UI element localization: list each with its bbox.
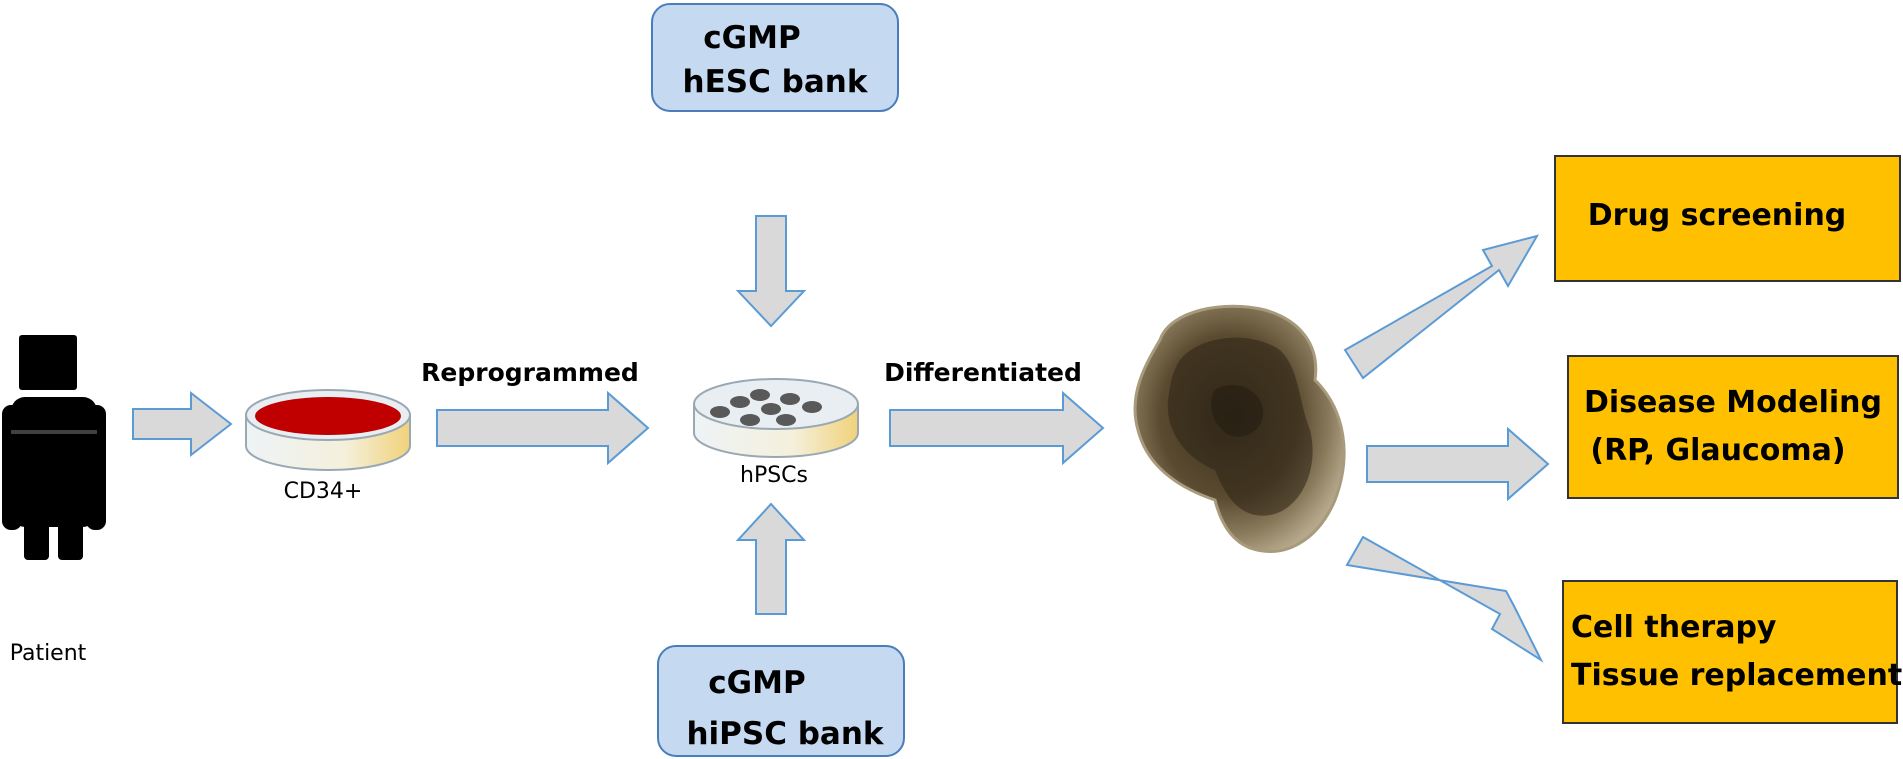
retinal-organoid-image	[1133, 304, 1346, 553]
outcome-disease-modeling-box	[1567, 355, 1899, 499]
outcome-cell-therapy-box	[1562, 580, 1898, 724]
hesc-bank-line2: hESC bank	[683, 64, 869, 100]
arrow-reprogrammed	[436, 390, 650, 466]
hpsc-label: hPSCs	[740, 463, 808, 488]
outcome-disease-modeling-line1: Disease Modeling	[1584, 385, 1882, 420]
outcome-drug-screening-box	[1554, 155, 1901, 282]
outcome-disease-modeling-line2: (RP, Glaucoma)	[1590, 433, 1845, 468]
hipsc-bank-line2: hiPSC bank	[686, 716, 884, 752]
hesc-bank-line1: cGMP	[703, 20, 800, 56]
arrow-to-disease-modeling	[1366, 426, 1550, 502]
cd34-label: CD34+	[284, 479, 363, 504]
cd34-culture-dish	[245, 389, 411, 471]
arrow-differentiated	[889, 390, 1105, 466]
arrow-hipsc-to-hpsc	[735, 502, 807, 615]
patient-label: Patient	[10, 641, 87, 666]
arrow-hesc-to-hpsc	[735, 215, 807, 328]
hesc-bank-box	[651, 3, 899, 112]
reprogrammed-label: Reprogrammed	[421, 358, 639, 387]
outcome-cell-therapy-line2: Tissue replacement	[1571, 658, 1902, 693]
outcome-cell-therapy-line1: Cell therapy	[1571, 610, 1777, 645]
hipsc-bank-line1: cGMP	[708, 665, 805, 701]
outcome-drug-screening-line1: Drug screening	[1588, 198, 1847, 233]
arrow-to-drug-screening	[1343, 234, 1540, 380]
differentiated-label: Differentiated	[884, 358, 1082, 387]
arrow-to-cell-therapy	[1345, 535, 1544, 663]
arrow-patient-to-dish	[132, 390, 233, 458]
hpsc-culture-dish	[693, 378, 859, 458]
person-silhouette-icon	[2, 335, 106, 560]
hipsc-bank-box	[657, 645, 905, 757]
